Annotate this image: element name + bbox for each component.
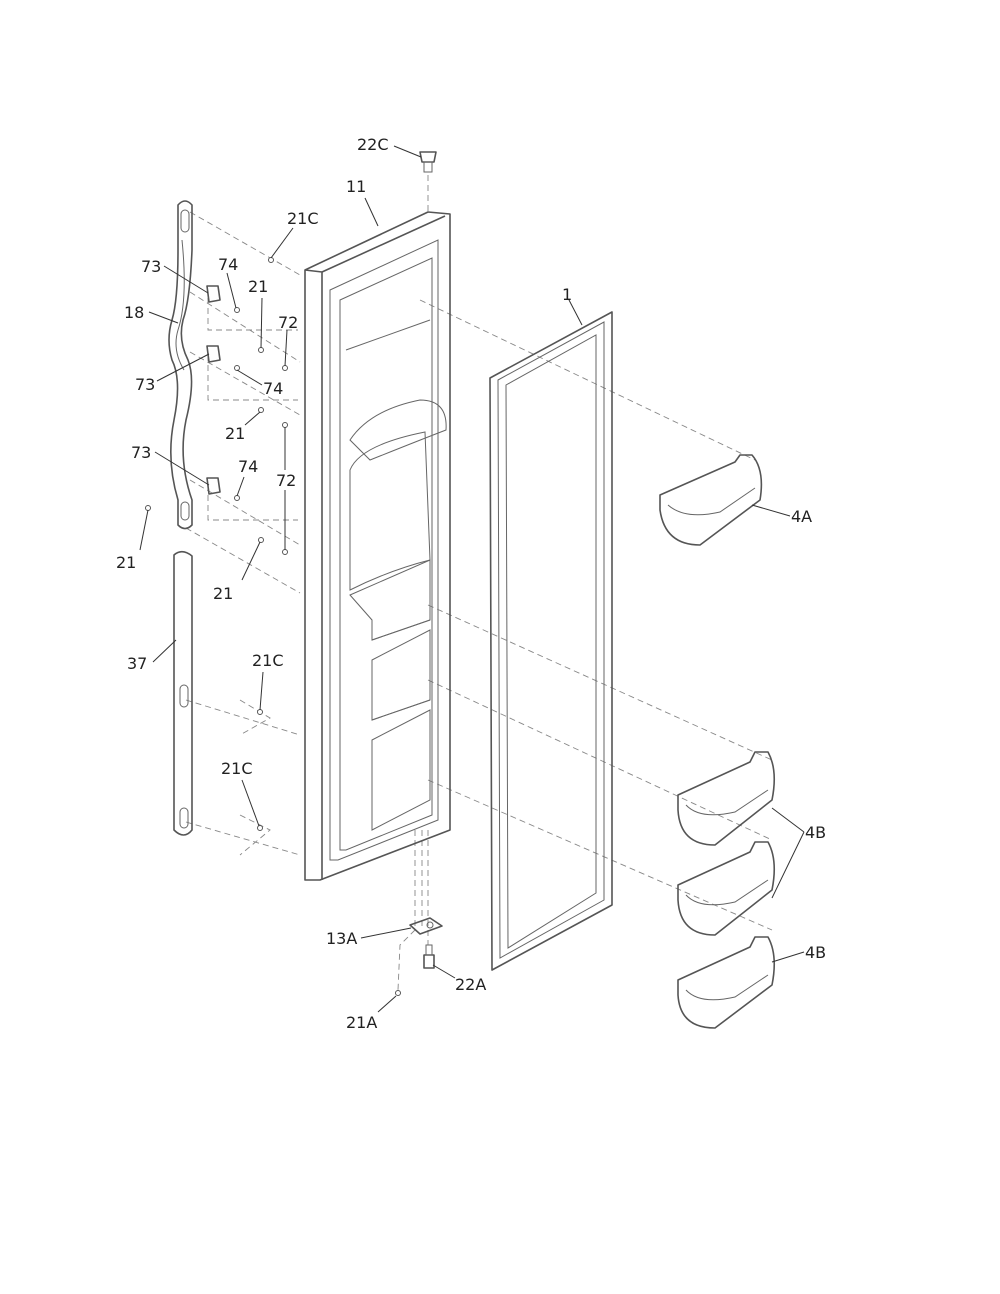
callout-13A: 13A (326, 929, 357, 948)
callout-73-c: 73 (131, 443, 151, 462)
callout-37: 37 (127, 654, 147, 673)
callout-21A: 21A (346, 1013, 377, 1032)
callout-4B-a: 4B (805, 823, 826, 842)
door-bin-parts (659, 454, 776, 1029)
lower-handle-part (173, 550, 193, 836)
top-cap-part (419, 151, 437, 173)
door-liner-part (304, 211, 451, 881)
callout-labels: 22C 11 21C 73 74 18 21 72 1 73 74 21 73 … (116, 135, 826, 1032)
callout-21-d: 21 (213, 584, 233, 603)
callout-21C-mid: 21C (252, 651, 284, 670)
callout-4A: 4A (791, 507, 812, 526)
callout-72-b: 72 (276, 471, 296, 490)
hinge-parts (409, 917, 443, 969)
callout-4B-b: 4B (805, 943, 826, 962)
callout-21C-top: 21C (287, 209, 319, 228)
callout-21-a: 21 (248, 277, 268, 296)
upper-handle-part (168, 200, 193, 530)
clip-parts (206, 285, 221, 495)
callout-18: 18 (124, 303, 144, 322)
callout-21-b: 21 (225, 424, 245, 443)
callout-1: 1 (562, 285, 572, 304)
callout-22C: 22C (357, 135, 389, 154)
callout-22A: 22A (455, 975, 486, 994)
screw-dots (145, 257, 401, 996)
callout-74-a: 74 (218, 255, 238, 274)
projection-lines (185, 175, 773, 991)
callout-74-c: 74 (238, 457, 258, 476)
callout-73-b: 73 (135, 375, 155, 394)
callout-21C-low: 21C (221, 759, 253, 778)
callout-73-a: 73 (141, 257, 161, 276)
callout-11: 11 (346, 177, 366, 196)
callout-72-a: 72 (278, 313, 298, 332)
callout-21-c: 21 (116, 553, 136, 572)
callout-74-b: 74 (263, 379, 283, 398)
leader-lines (139, 145, 805, 1013)
gasket-part (489, 311, 613, 971)
